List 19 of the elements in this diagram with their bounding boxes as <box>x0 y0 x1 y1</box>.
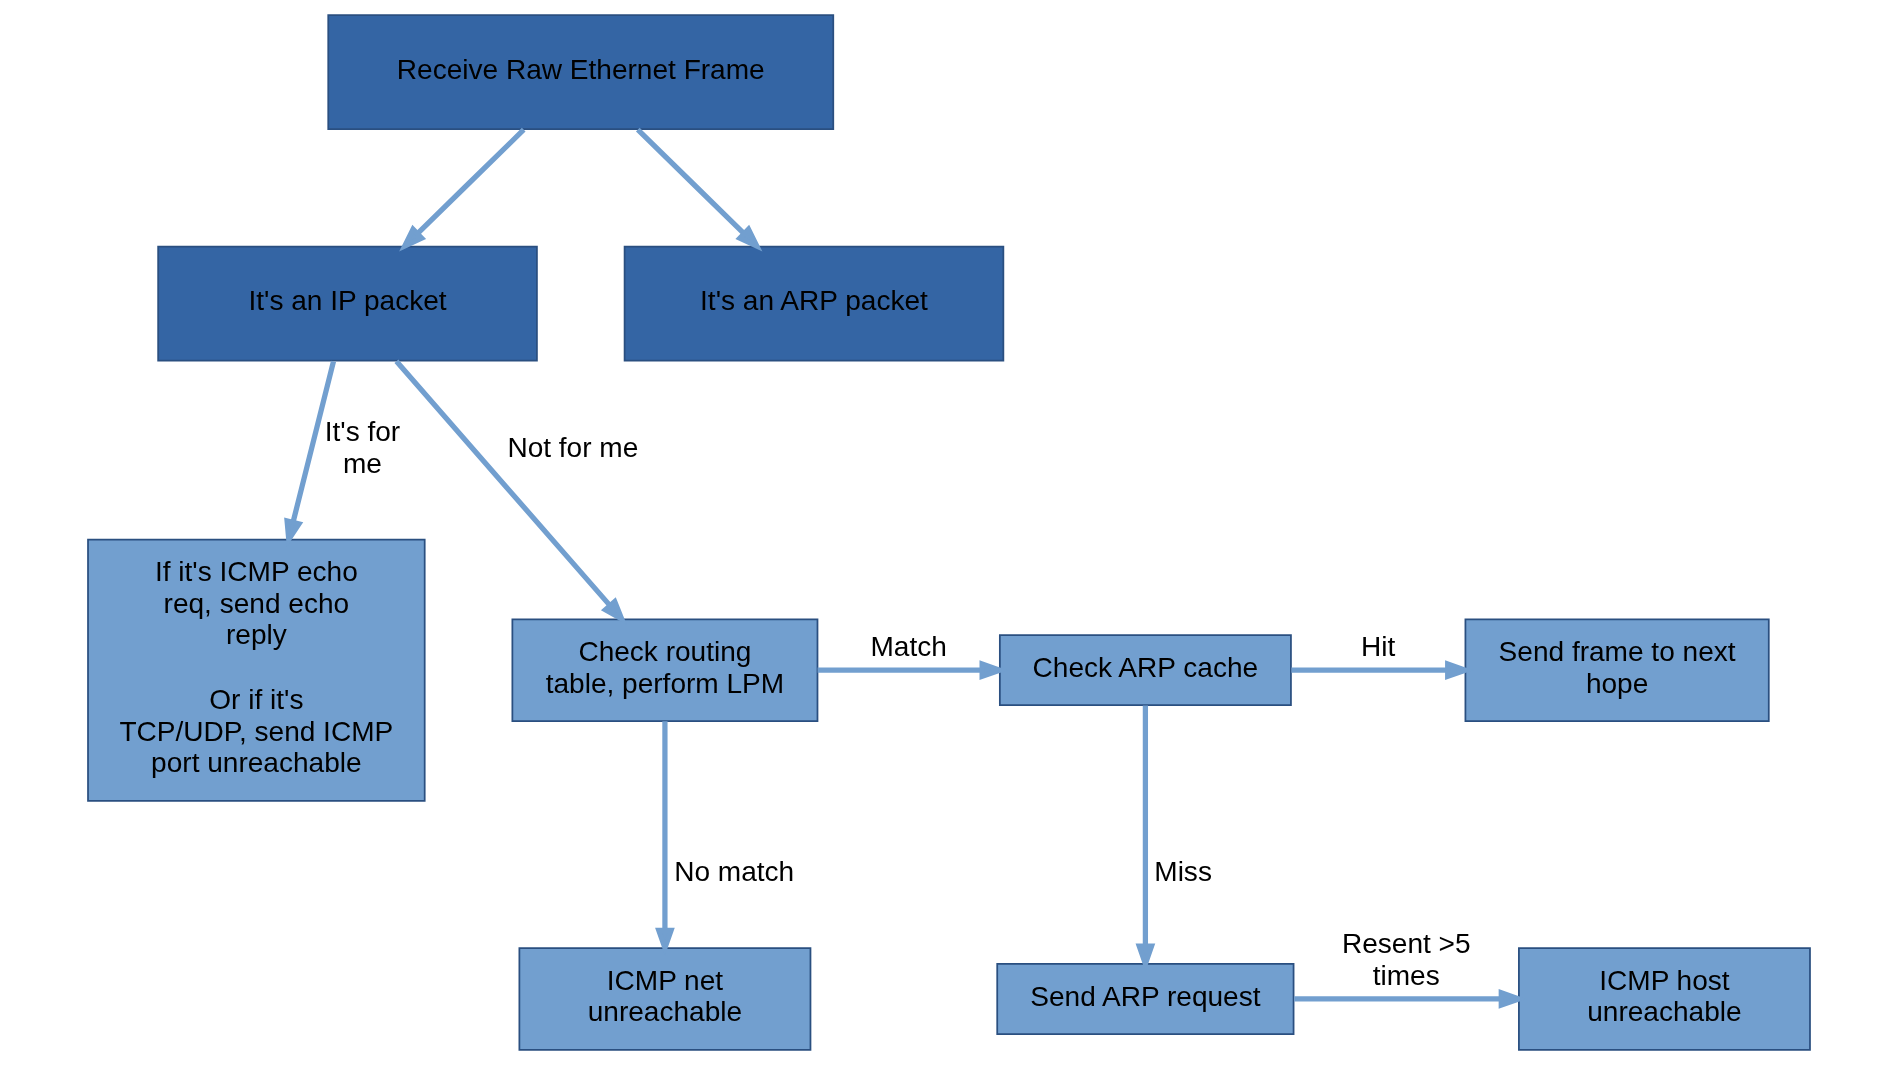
node-box: ICMP net unreachable <box>518 947 812 1051</box>
node-box: ICMP host unreachable <box>1518 947 1811 1051</box>
edge-label: Hit <box>1361 630 1396 662</box>
edge-label: Resent >5 times <box>1341 928 1471 991</box>
node-box: Send ARP request <box>996 963 1295 1035</box>
node-box: Check routing table, perform LPM <box>511 618 819 722</box>
node-box: If it's ICMP echo req, send echo reply Or if it's TCP/UDP, send ICMP port unreachable <box>87 538 426 802</box>
edge-label: It's for me <box>324 415 401 479</box>
node-box: It's an ARP packet <box>623 245 1005 362</box>
node-box: Send frame to next hope <box>1464 618 1770 722</box>
arrow <box>399 127 526 252</box>
edge-label: Not for me <box>507 431 639 463</box>
node-box: Check ARP cache <box>998 634 1292 707</box>
edge-label: Miss <box>1154 856 1212 888</box>
node-box: It's an IP packet <box>157 245 538 362</box>
edge-label: Match <box>870 630 947 662</box>
node-box: Receive Raw Ethernet Frame <box>327 14 835 131</box>
edge-label: No match <box>674 856 795 888</box>
arrow <box>635 127 763 252</box>
